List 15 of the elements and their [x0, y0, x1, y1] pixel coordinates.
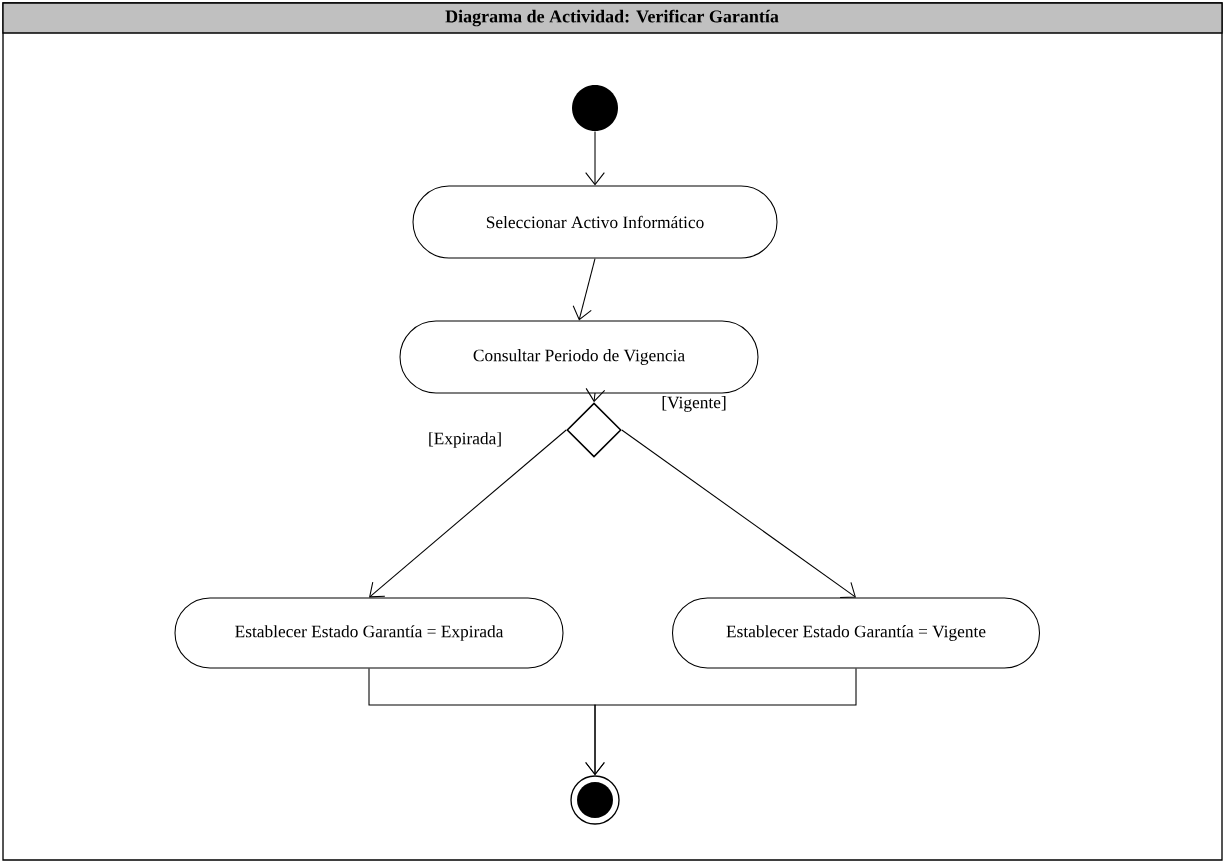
title-bar: Diagrama de Actividad: Verificar Garantía [2, 2, 1223, 34]
activity-box: Establecer Estado Garantía = Expirada [174, 597, 564, 669]
arrow [369, 429, 567, 598]
arrow [585, 668, 857, 776]
edge-label: [Expirada] [426, 430, 504, 450]
final-node [570, 775, 620, 825]
arrow [621, 429, 856, 599]
initial-node [572, 85, 618, 131]
arrow [585, 131, 605, 186]
activity-box: Seleccionar Activo Informático [412, 185, 778, 259]
activity-box: Consultar Periodo de Vigencia [399, 320, 759, 394]
arrow [572, 258, 596, 321]
edge-label: [Vigente] [660, 394, 728, 414]
decision-diamond [566, 402, 622, 458]
activity-box: Establecer Estado Garantía = Vigente [671, 597, 1041, 669]
